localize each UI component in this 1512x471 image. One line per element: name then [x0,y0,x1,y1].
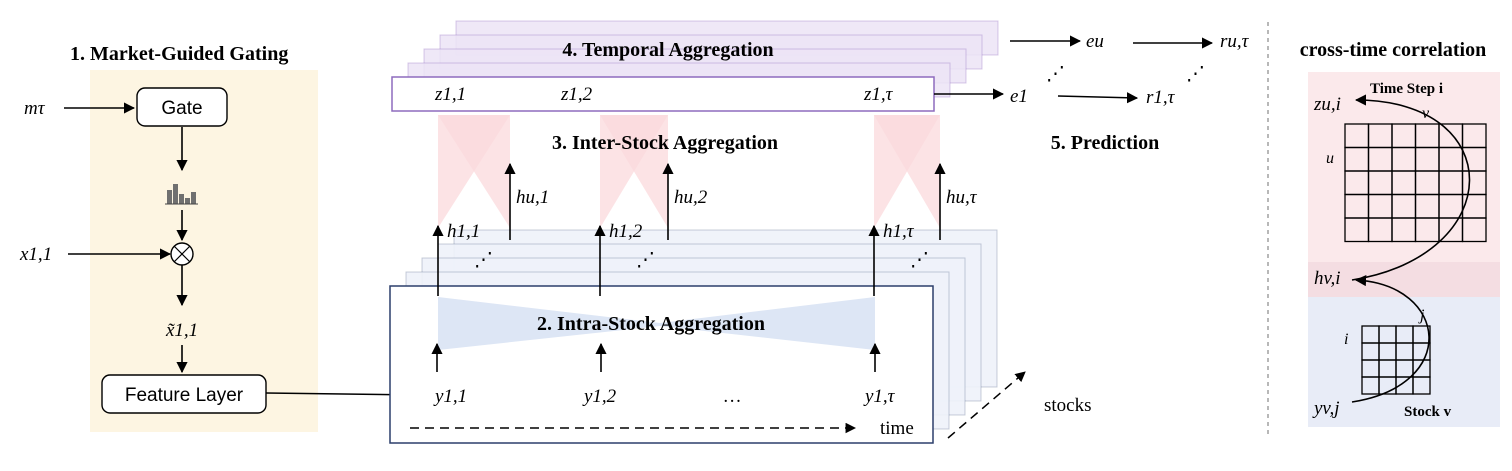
y-label-group: y1,1 y1,2 … y1,τ [433,386,896,407]
i-row-label: i [1344,331,1348,348]
market-input-label: mτ [24,98,46,119]
y-label: y1,τ [863,386,896,407]
time-step-label: Time Step i [1370,81,1443,97]
y-label: y1,1 [433,386,467,407]
gate-label: Gate [161,98,202,119]
grid-cell [1461,217,1487,243]
z-label: z1,1 [434,84,466,105]
h-dots: ⋰ [636,250,655,271]
z-ui-label: zu,i [1313,94,1341,115]
h-dots: ⋰ [910,250,929,271]
inter-stock-attention-triangles [438,115,940,228]
h-vi-label: hv,i [1314,268,1341,289]
inter-triangle-right [438,115,510,228]
time-step-grid [1344,123,1487,243]
h1-label: h1,2 [609,221,643,242]
r1-label: r1,τ [1146,87,1176,108]
gating-panel [90,70,318,432]
y-label: y1,2 [582,386,617,407]
prediction-dots-left: ⋰ [1046,64,1065,85]
y-label: … [724,386,741,407]
prediction-title: 5. Prediction [1051,132,1160,154]
correlation-bottom-panel [1308,297,1500,427]
h-arrow-group: h1,1 ⋰ h1,2 ⋰ h1,τ ⋰ hu,1 hu,2 hu,τ [431,162,978,372]
inter-title: 3. Inter-Stock Aggregation [552,132,778,154]
h-dots: ⋰ [474,250,493,271]
feature-layer-label: Feature Layer [125,385,244,406]
j-column-label: j [1418,307,1425,324]
z-label-group: z1,1 z1,2 z1,τ [434,84,894,105]
stocks-axis-label: stocks [1044,395,1092,416]
ru-label: ru,τ [1220,31,1250,52]
time-axis-label: time [880,418,914,439]
correlation-mid-band [1308,262,1500,297]
grid-cell [1412,376,1431,395]
stocks-axis-arrow [947,371,1026,439]
temporal-title: 4. Temporal Aggregation [562,39,773,61]
gate-box [136,87,228,127]
intra-title: 2. Intra-Stock Aggregation [537,313,765,335]
z-label: z1,τ [863,84,894,105]
inter-triangle-right [874,115,940,228]
h1-label: h1,1 [447,221,480,242]
h1-label: h1,τ [883,221,915,242]
z-label: z1,2 [560,84,593,105]
e1-to-r1-arrow [1057,92,1139,104]
gate-weights-icon [165,184,198,205]
v-column-label: v [1422,105,1430,122]
hu-label: hu,τ [946,187,978,208]
prediction-dots-right: ⋰ [1186,64,1205,85]
temporal-layer-stack [407,20,999,98]
hu-label: hu,1 [516,187,549,208]
y-vj-label: yv,j [1312,398,1340,419]
temporal-front-layer [391,76,935,112]
correlation-title: cross-time correlation [1300,39,1486,61]
u-row-label: u [1326,150,1334,167]
eu-label: eu [1086,31,1104,52]
y-to-h-curve-arrow [1351,274,1430,403]
x-input-label: x1,1 [19,244,52,265]
intra-attention-band [438,297,875,350]
feature-layer-box [101,374,267,414]
gating-title: 1. Market-Guided Gating [70,43,288,65]
x-tilde-label: x̃1,1 [165,320,198,341]
multiply-cross-2 [174,246,190,262]
h-to-z-curve-arrow [1351,94,1471,281]
inter-triangle-right [600,115,668,228]
stock-grid [1361,325,1431,395]
hu-label: hu,2 [674,187,708,208]
e1-label: e1 [1010,86,1028,107]
stock-v-label: Stock v [1404,404,1452,420]
